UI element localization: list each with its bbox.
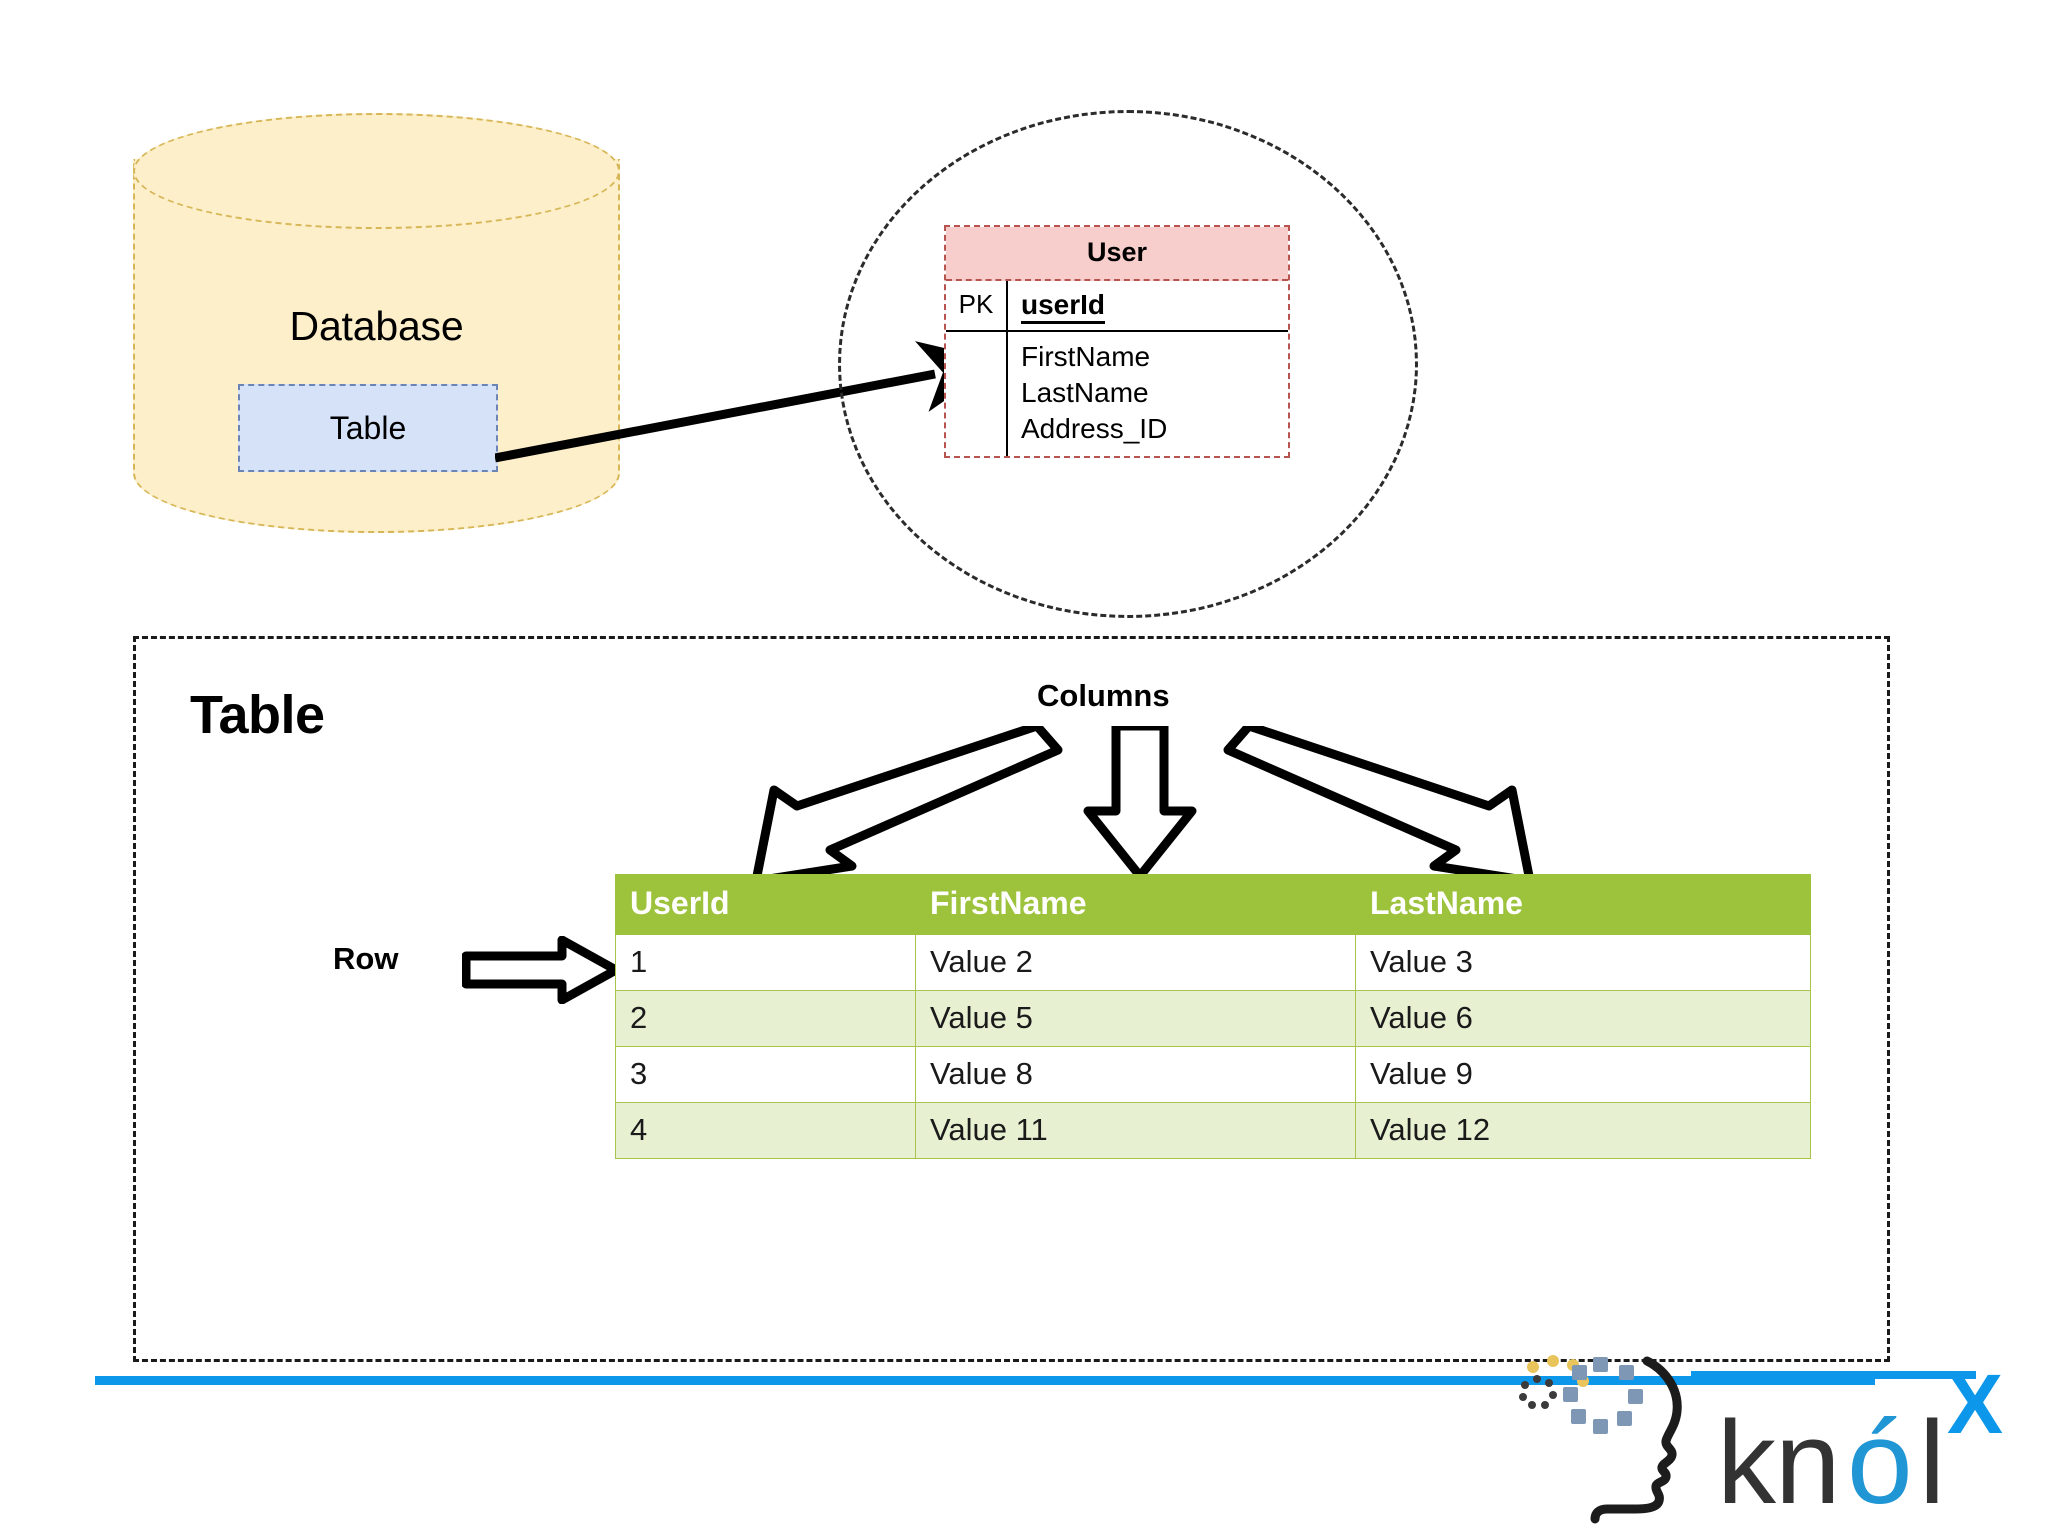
table-row[interactable]: 4 Value 11 Value 12 [615,1102,1811,1159]
column-header-lastname[interactable]: LastName [1355,874,1811,935]
column-header-firstname[interactable]: FirstName [915,874,1356,935]
entity-fields-gutter [946,332,1008,457]
cell-firstname: Value 5 [915,990,1356,1047]
entity-pk-field: userId [1008,281,1288,330]
knolx-logo: k n ó l X [1519,1355,2003,1529]
cell-userid: 3 [615,1046,916,1103]
cell-firstname: Value 11 [915,1102,1356,1159]
logo-word-x: X [1947,1357,2003,1451]
logo-word-n: n [1775,1397,1841,1529]
database-cylinder: Database Table [133,113,620,533]
table-row[interactable]: 3 Value 8 Value 9 [615,1046,1811,1103]
footer-rule [95,1376,1875,1385]
cell-userid: 2 [615,990,916,1047]
row-label: Row [333,941,399,976]
user-entity-box: User PK userId FirstName LastName Addres… [944,225,1290,459]
blue-square-ring-icon [1563,1357,1643,1434]
logo-word-o: ó [1847,1397,1913,1529]
entity-fields-list: FirstName LastName Address_ID [1008,332,1288,456]
entity-pk-field-text: userId [1021,289,1106,324]
database-label: Database [289,303,464,349]
table-header-row: UserId FirstName LastName [615,874,1811,935]
cell-userid: 1 [615,934,916,991]
columns-label: Columns [1037,678,1170,713]
cell-firstname: Value 8 [915,1046,1356,1103]
cell-userid: 4 [615,1102,916,1159]
logo-rule [1691,1371,1976,1379]
magnifier-circle [838,110,1418,618]
cell-lastname: Value 9 [1355,1046,1811,1103]
cell-lastname: Value 12 [1355,1102,1811,1159]
table-row[interactable]: 1 Value 2 Value 3 [615,934,1811,991]
cell-lastname: Value 3 [1355,934,1811,991]
column-header-userid[interactable]: UserId [615,874,916,935]
table-panel-title: Table [190,685,325,745]
cell-firstname: Value 2 [915,934,1356,991]
cylinder-top-ellipse [133,113,620,229]
cell-lastname: Value 6 [1355,990,1811,1047]
entity-field: LastName [1021,376,1149,408]
dark-dot-ring-icon [1519,1375,1557,1409]
entity-fields-row: FirstName LastName Address_ID [946,332,1288,457]
entity-pk-row: PK userId [946,281,1288,332]
user-entity-title: User [946,227,1288,281]
data-table: UserId FirstName LastName 1 Value 2 Valu… [615,874,1811,1159]
database-table-box: Table [238,384,498,472]
entity-pk-tag: PK [946,281,1008,330]
table-panel-frame [133,636,1890,1362]
entity-field: Address_ID [1021,412,1168,444]
head-profile-icon [1590,1356,1682,1524]
entity-field: FirstName [1021,341,1151,372]
logo-word-k: k [1717,1397,1777,1529]
logo-word-l: l [1919,1397,1945,1529]
table-row[interactable]: 2 Value 5 Value 6 [615,990,1811,1047]
